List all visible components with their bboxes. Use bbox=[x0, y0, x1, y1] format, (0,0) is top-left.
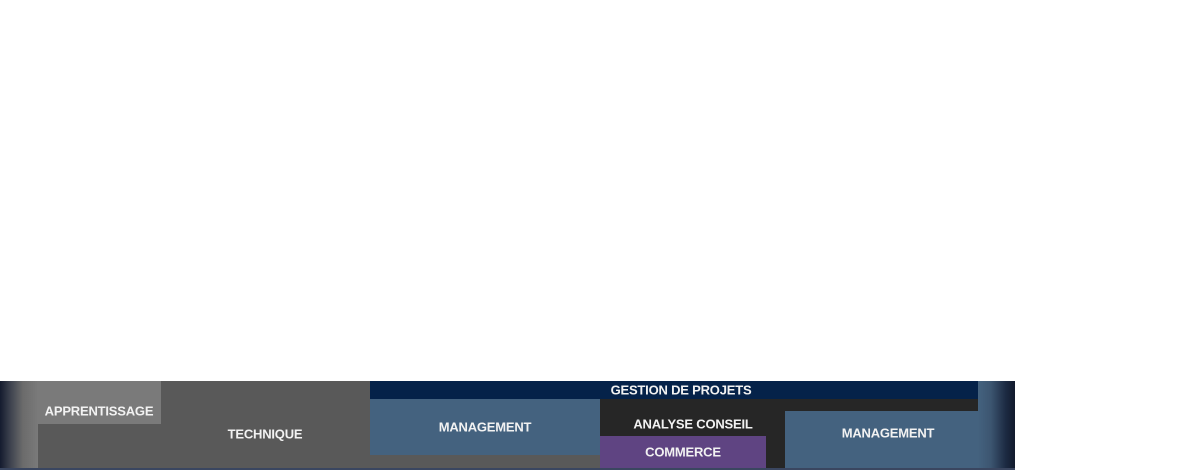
segment-management-1 bbox=[370, 399, 600, 455]
label-management-2: MANAGEMENT bbox=[841, 425, 935, 441]
label-gestion-de-projets: GESTION DE PROJETS bbox=[610, 382, 752, 398]
label-commerce: COMMERCE bbox=[645, 444, 721, 460]
label-technique: TECHNIQUE bbox=[227, 426, 303, 442]
label-apprentissage: APPRENTISSAGE bbox=[44, 403, 154, 419]
label-analyse-conseil: ANALYSE CONSEIL bbox=[633, 416, 753, 432]
segment-management-2 bbox=[785, 411, 1015, 468]
segment-commerce bbox=[600, 436, 766, 468]
left-edge-gradient bbox=[0, 381, 38, 468]
segment-analyse-conseil-top bbox=[600, 399, 978, 411]
segment-gestion-de-projets bbox=[370, 381, 978, 399]
right-edge-gradient bbox=[978, 381, 1015, 468]
label-management-1: MANAGEMENT bbox=[438, 419, 532, 435]
career-timeline-banner: APPRENTISSAGE TECHNIQUE GESTION DE PROJE… bbox=[0, 381, 1015, 470]
segment-apprentissage bbox=[38, 381, 161, 424]
